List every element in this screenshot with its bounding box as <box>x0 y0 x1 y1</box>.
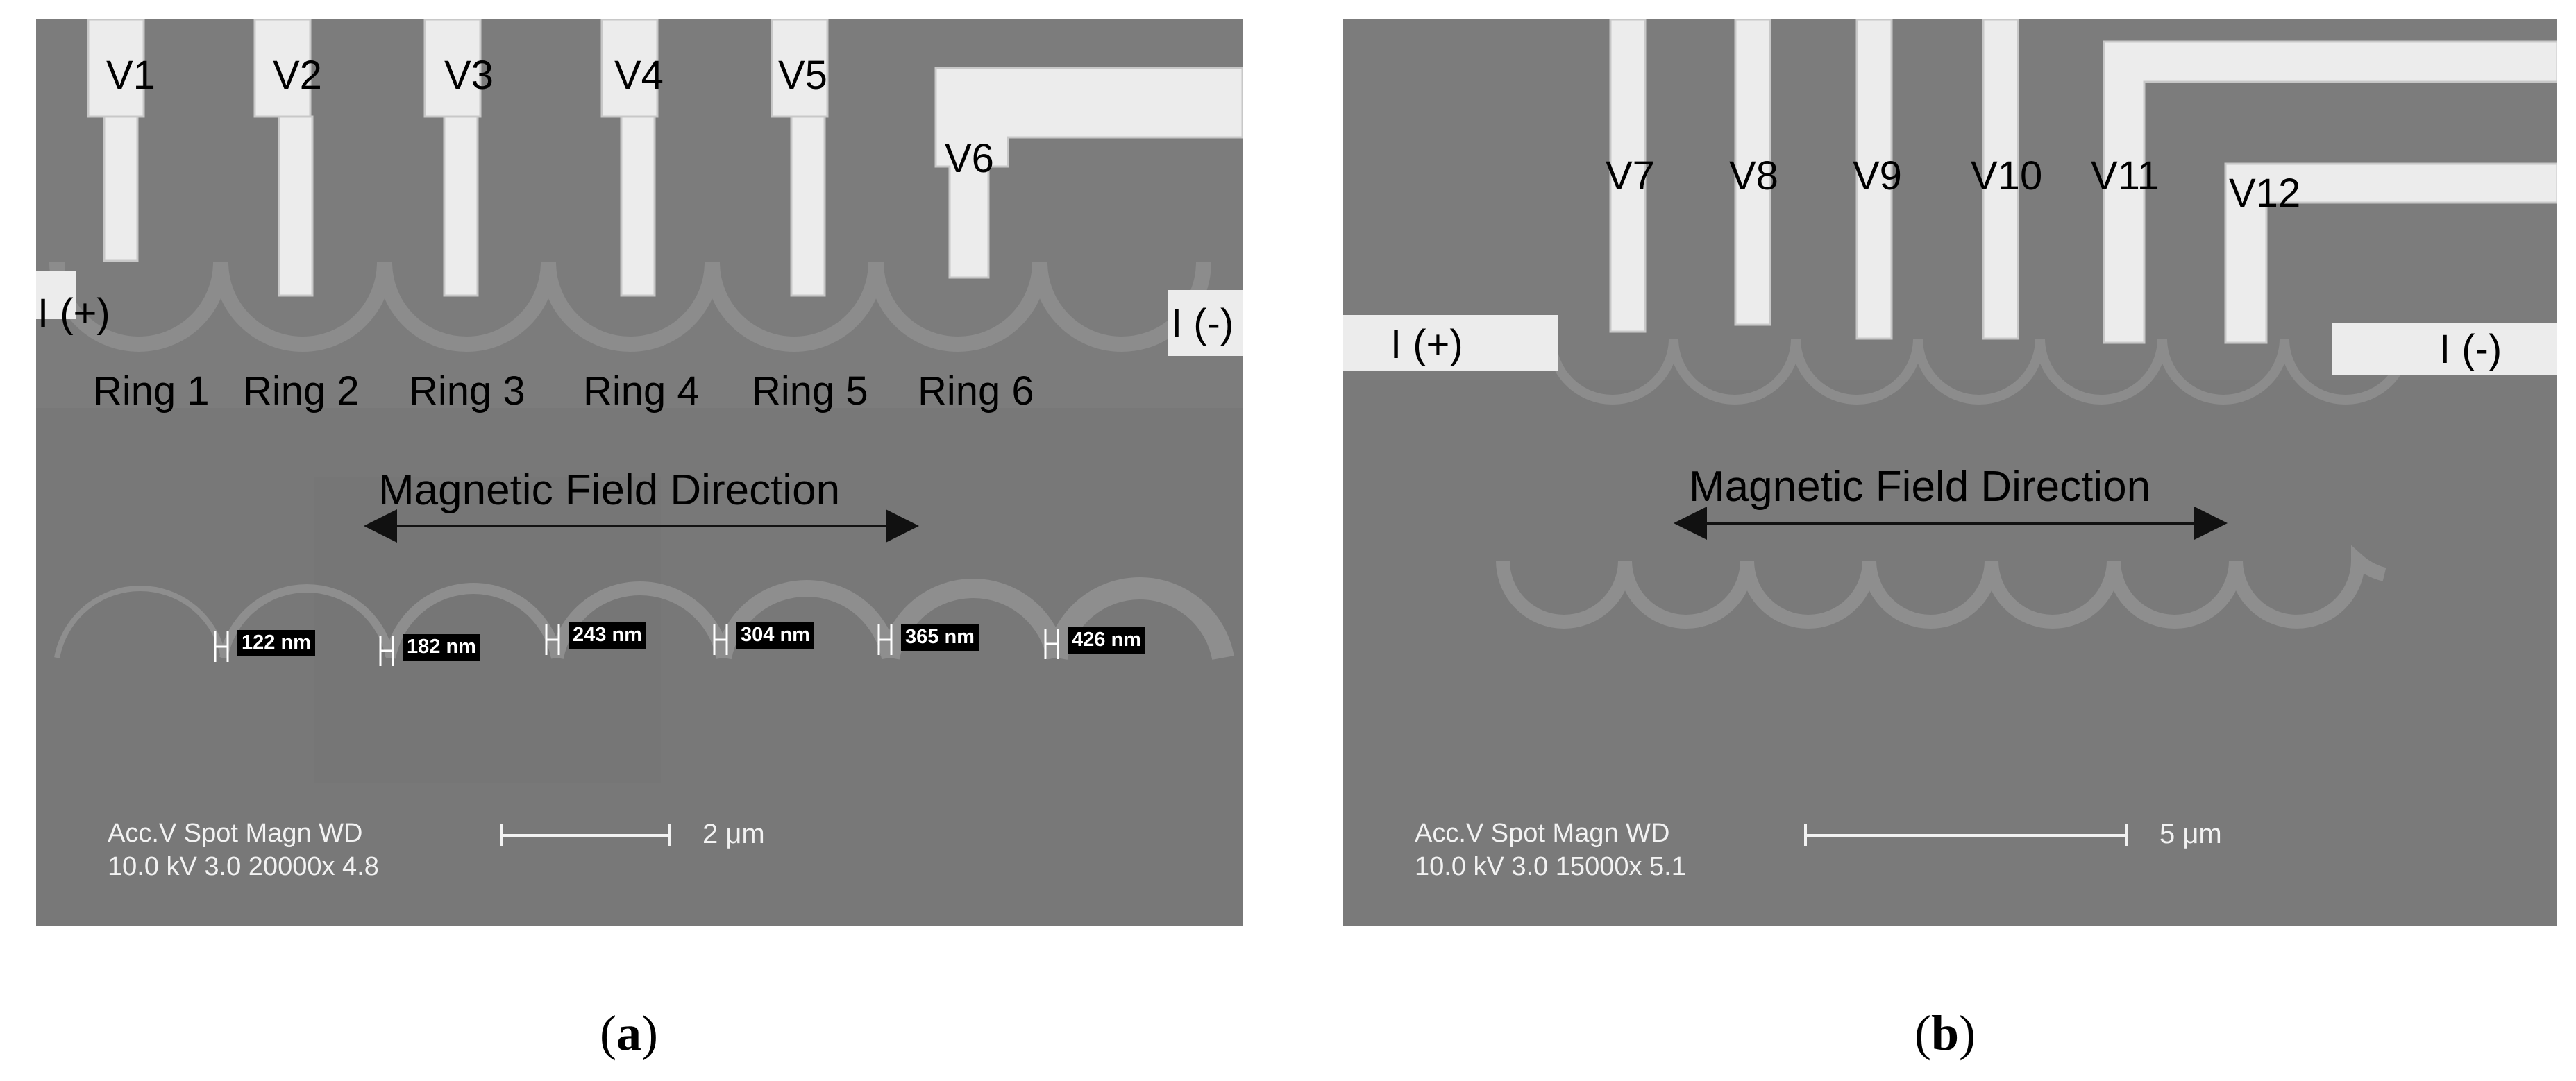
sem-metadata-a: Acc.V Spot Magn WD 10.0 kV 3.0 20000x 4.… <box>108 817 379 883</box>
ring-label-5: Ring 5 <box>752 368 868 414</box>
meta-values-a: 10.0 kV 3.0 20000x 4.8 <box>108 851 379 881</box>
width-label-3: 243 nm <box>569 622 646 649</box>
ring-chain-top <box>49 262 1211 352</box>
probe-label-v4: V4 <box>614 53 664 98</box>
sem-image-b: V7 V8 V9 V10 V11 V12 I (+) I (-) Magneti… <box>1343 19 2557 926</box>
probe-label-v2: V2 <box>273 53 322 98</box>
width-label-6: 426 nm <box>1068 627 1145 654</box>
probe-label-v8: V8 <box>1729 153 1778 198</box>
probe-label-v1: V1 <box>106 53 155 98</box>
ring-chain-top <box>1547 338 2411 405</box>
field-direction-label-b: Magnetic Field Direction <box>1689 463 2151 511</box>
probe-label-v11: V11 <box>2091 153 2160 198</box>
probe-label-v6: V6 <box>945 136 994 181</box>
ring-chain-bottom <box>1496 545 2386 629</box>
ring-label-6: Ring 6 <box>918 368 1034 414</box>
current-contact-left <box>1343 315 1558 371</box>
ring-label-3: Ring 3 <box>409 368 525 414</box>
current-contact-left <box>36 271 76 319</box>
field-direction-label-a: Magnetic Field Direction <box>378 466 841 514</box>
probe-label-v5: V5 <box>778 53 827 98</box>
panel-caption-a: (a) <box>600 1005 658 1061</box>
caption-letter-b: b <box>1930 1005 1960 1061</box>
probe-label-v12: V12 <box>2229 171 2301 216</box>
ring-label-4: Ring 4 <box>583 368 700 414</box>
panel-caption-b: (b) <box>1914 1005 1976 1061</box>
width-label-4: 304 nm <box>736 622 814 649</box>
current-contact-right <box>1168 290 1243 356</box>
caption-letter-a: a <box>616 1005 641 1061</box>
sem-graphics-a <box>36 19 1243 926</box>
current-in-label: I (+) <box>1390 322 1463 367</box>
current-out-label: I (-) <box>1171 301 1234 346</box>
voltage-probe-contacts-b <box>1609 19 2557 344</box>
width-markers <box>214 624 1059 666</box>
probe-label-v9: V9 <box>1853 153 1902 198</box>
probe-label-v3: V3 <box>444 53 494 98</box>
meta-header-b: Acc.V Spot Magn WD <box>1415 819 1670 848</box>
probe-label-v7: V7 <box>1606 153 1655 198</box>
sem-image-a: V1 V2 V3 V4 V5 V6 I (+) I (-) Ring 1 Rin… <box>36 19 1243 926</box>
width-label-2: 182 nm <box>403 634 480 661</box>
scale-bar-label-b: 5 μm <box>2160 819 2222 849</box>
voltage-probe-contacts-a <box>87 19 1243 297</box>
width-label-5: 365 nm <box>901 624 979 651</box>
current-in-label: I (+) <box>37 291 110 336</box>
scale-bar-b <box>1804 824 2128 846</box>
current-out-label: I (-) <box>2439 327 2502 372</box>
scale-bar-a <box>500 824 671 846</box>
width-label-1: 122 nm <box>237 630 315 656</box>
probe-label-v10: V10 <box>1971 153 2043 198</box>
sem-graphics-b <box>1343 19 2557 926</box>
ring-label-2: Ring 2 <box>243 368 360 414</box>
meta-values-b: 10.0 kV 3.0 15000x 5.1 <box>1415 851 1686 881</box>
sem-metadata-b: Acc.V Spot Magn WD 10.0 kV 3.0 15000x 5.… <box>1415 817 1686 883</box>
current-contact-right <box>2332 323 2557 375</box>
scale-bar-label-a: 2 μm <box>702 819 765 849</box>
ring-label-1: Ring 1 <box>93 368 210 414</box>
meta-header-a: Acc.V Spot Magn WD <box>108 819 363 848</box>
